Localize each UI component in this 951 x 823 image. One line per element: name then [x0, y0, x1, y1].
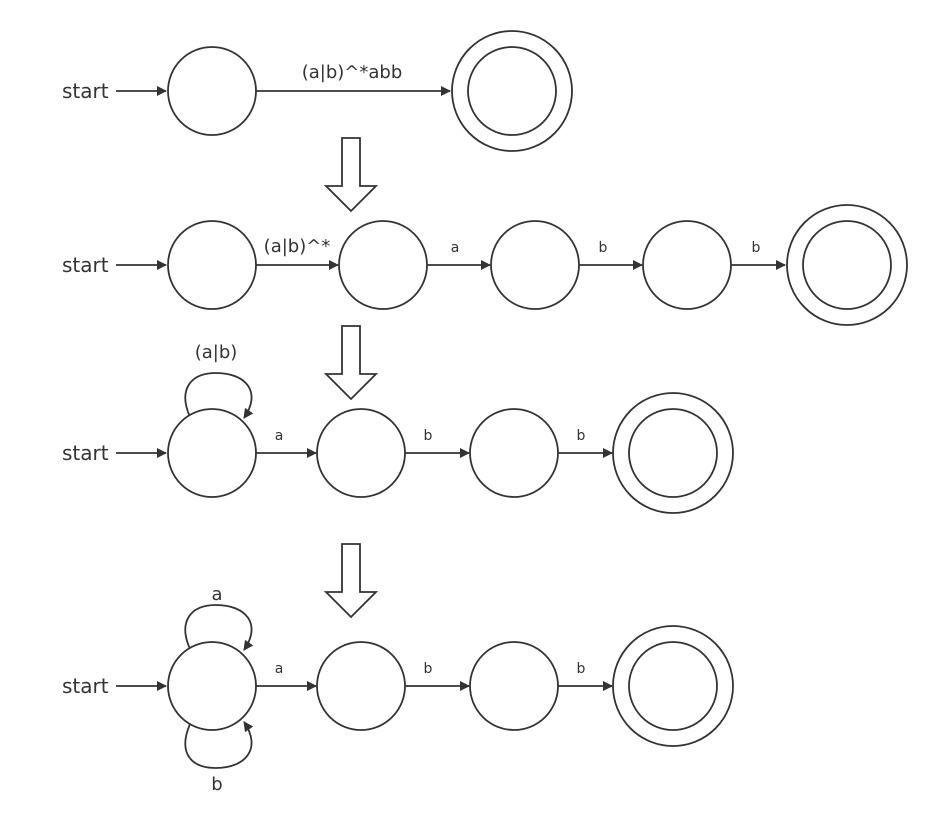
- state-1: [338, 220, 428, 310]
- transition-label-1: a: [275, 428, 284, 444]
- step-arrow-1: [323, 137, 379, 213]
- transition-label-4: b: [752, 240, 761, 256]
- stage-4: a start b a b b: [62, 584, 734, 795]
- loop-bottom-label: b: [211, 774, 222, 795]
- state-0: [167, 641, 257, 731]
- start-label: start: [62, 79, 109, 103]
- state-0: [167, 220, 257, 310]
- transition-label-2: a: [451, 240, 460, 256]
- transition-label-3: b: [599, 240, 608, 256]
- state-accept-inner: [628, 641, 718, 731]
- transition-label-1: a: [275, 661, 284, 677]
- start-label: start: [62, 253, 109, 277]
- state-2: [469, 408, 559, 498]
- transition-label-1: (a|b)^*: [264, 236, 331, 257]
- step-arrow-3: [323, 543, 379, 619]
- loop-label: (a|b): [195, 342, 238, 363]
- state-initial: [167, 46, 257, 136]
- stage-2: start (a|b)^* a b b: [62, 204, 908, 326]
- loop-top-label: a: [211, 584, 222, 605]
- transition-label-2: b: [424, 428, 433, 444]
- stage-1: start (a|b)^*abb: [62, 30, 573, 152]
- state-accept-inner: [802, 220, 892, 310]
- state-accept-inner: [628, 408, 718, 498]
- state-2: [490, 220, 580, 310]
- stage-3: (a|b) start a b b: [62, 342, 734, 514]
- transition-label: (a|b)^*abb: [302, 62, 403, 83]
- self-loop-bottom-arrow: [184, 721, 254, 769]
- self-loop-top-arrow: [184, 604, 254, 651]
- state-3: [642, 220, 732, 310]
- transition-label-3: b: [577, 661, 586, 677]
- transition-label-2: b: [424, 661, 433, 677]
- self-loop-arrow: [184, 372, 254, 419]
- state-2: [469, 641, 559, 731]
- start-label: start: [62, 674, 109, 698]
- state-accept-inner: [467, 46, 557, 136]
- start-label: start: [62, 441, 109, 465]
- step-arrow-2: [323, 325, 379, 401]
- state-1: [316, 641, 406, 731]
- transition-label-3: b: [577, 428, 586, 444]
- state-0: [167, 408, 257, 498]
- state-1: [316, 408, 406, 498]
